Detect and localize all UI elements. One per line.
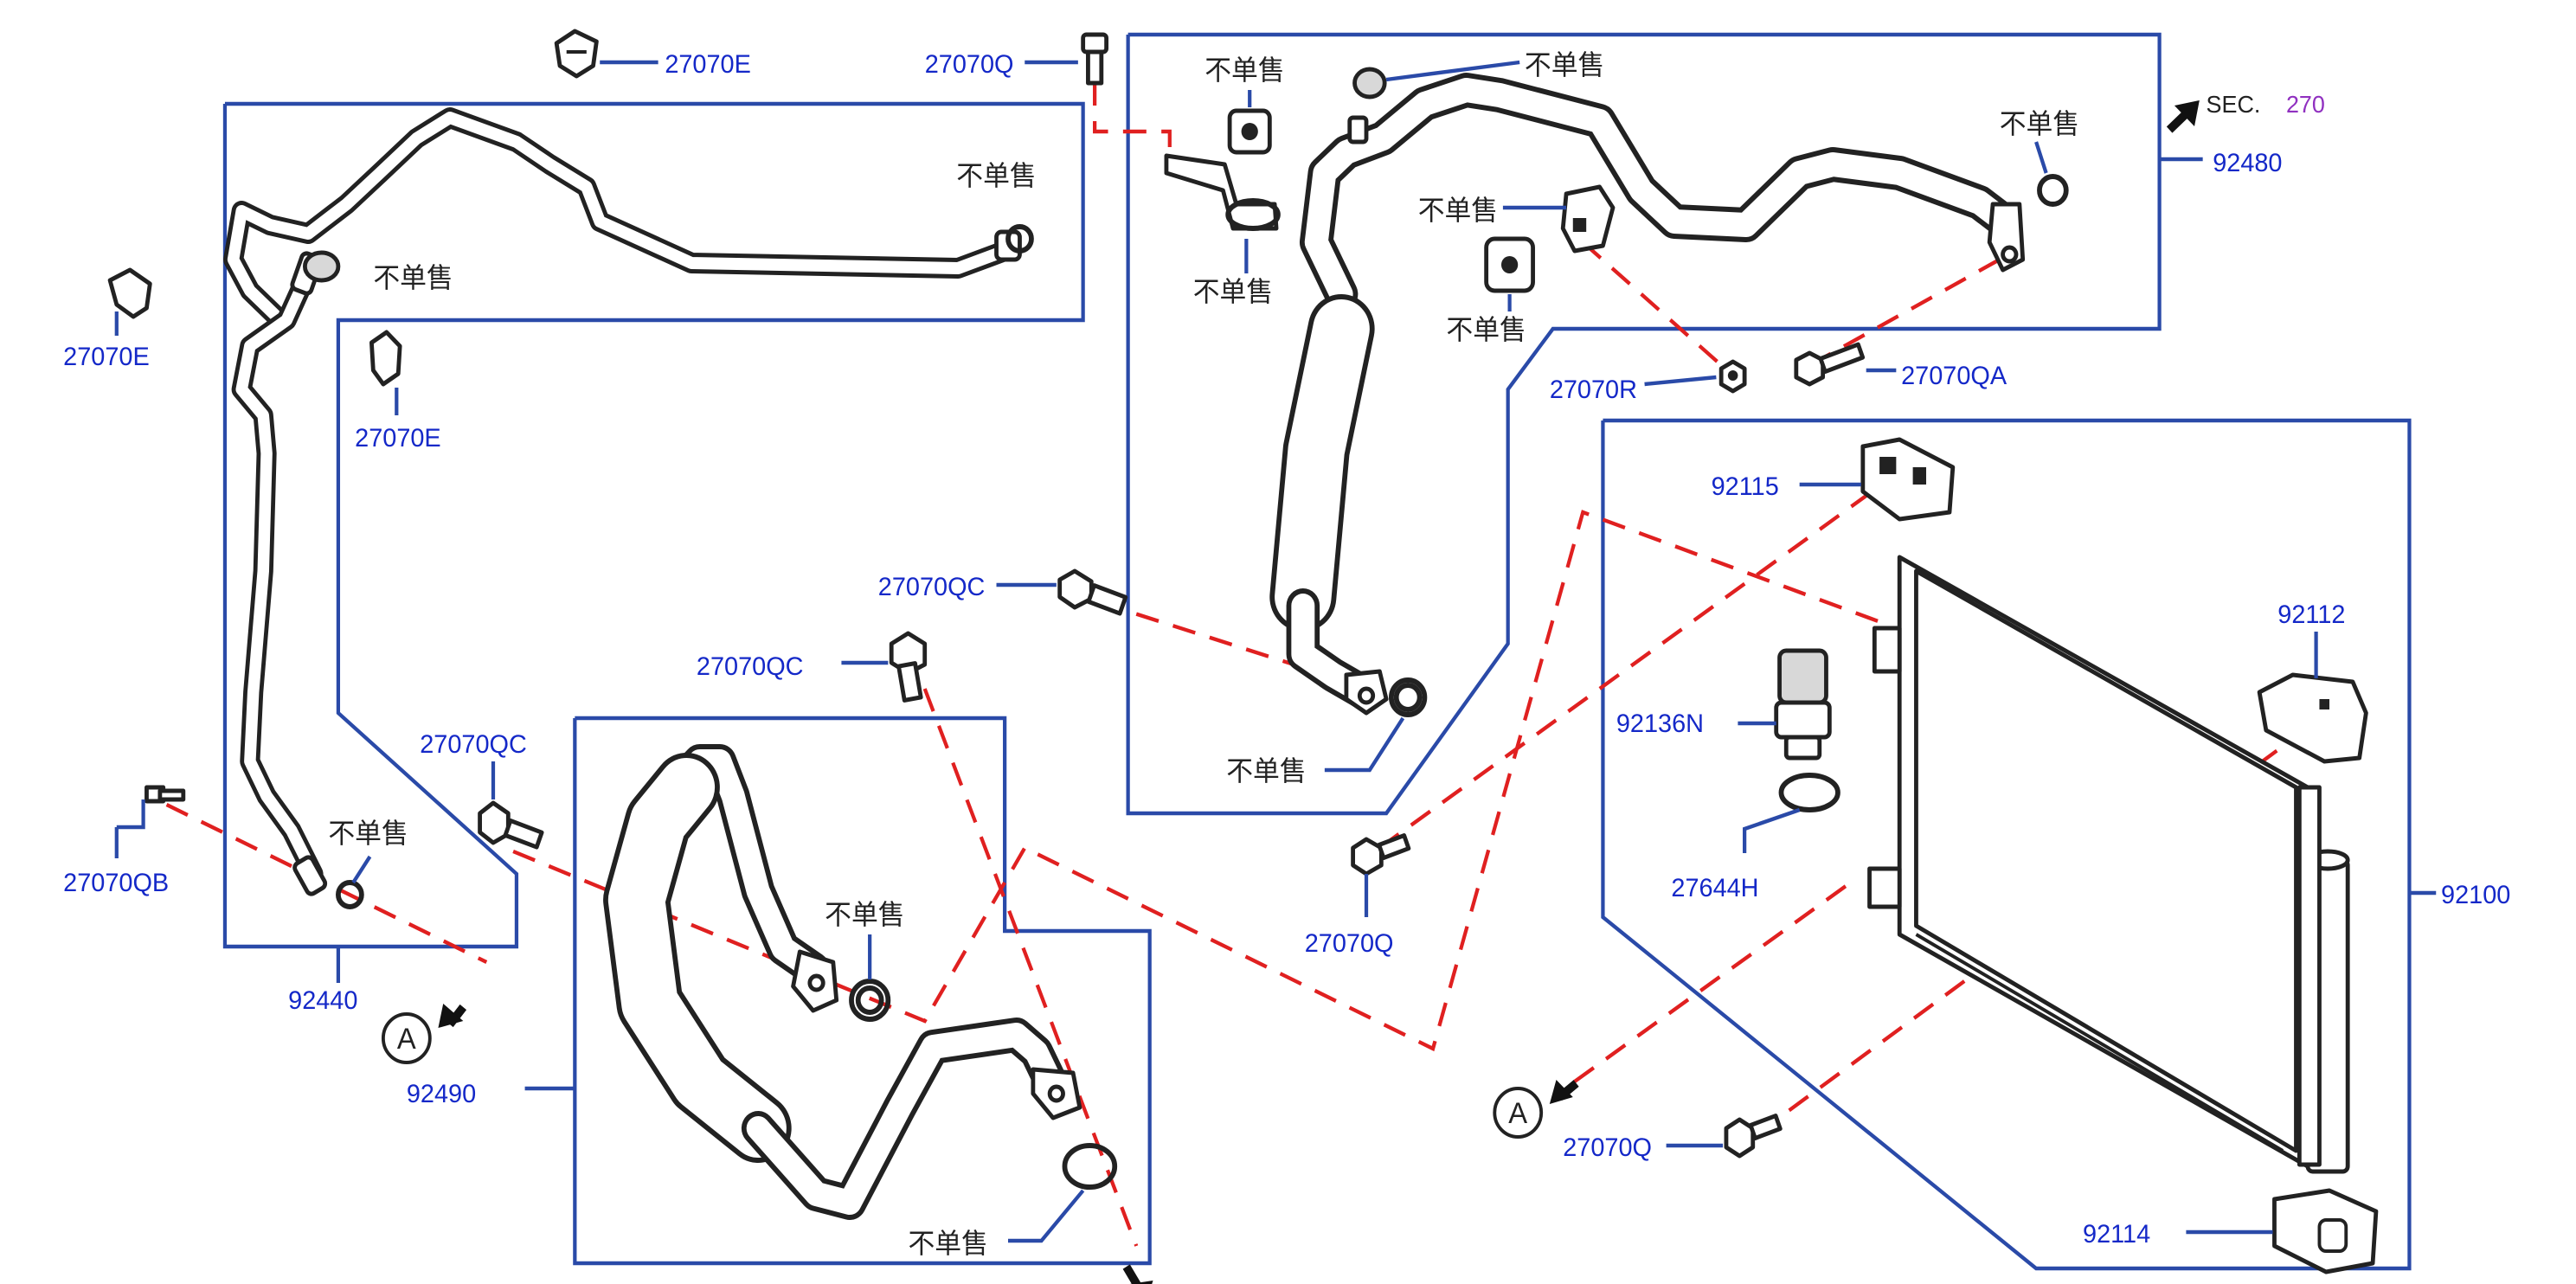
ref-a-right: A [1508, 1097, 1528, 1130]
o-ring-icon [2037, 174, 2069, 207]
bolt-27070QA-icon [1794, 342, 1866, 387]
not-sold-label-7: 不单售 [1193, 276, 1273, 308]
arrow-sec-274-icon [1122, 1264, 1153, 1284]
bolt-27070Q-mid-icon [1351, 833, 1411, 876]
arrow-sec-270-icon [2166, 100, 2200, 133]
bolt-27070QC-low-icon [478, 800, 544, 850]
bracket-icon [1560, 184, 1616, 254]
label-27070Q-mid: 27070Q [1305, 929, 1394, 959]
box-92440 [222, 101, 1085, 949]
ref-a-left: A [397, 1023, 417, 1056]
sec-274-number[interactable]: 274 [1243, 1281, 1282, 1284]
condenser-92100 [1867, 555, 2350, 1174]
label-27070Q-bottom: 27070Q [1563, 1133, 1652, 1163]
label-27070QC-2: 27070QC [697, 652, 804, 682]
label-27644H: 27644H [1671, 874, 1758, 903]
clip-27070E-left-icon [107, 267, 152, 319]
bolt-27070QC-left-icon [889, 631, 928, 703]
label-92114: 92114 [2083, 1220, 2150, 1249]
label-27070QB: 27070QB [63, 869, 169, 898]
sec-270-prefix: SEC. [2207, 91, 2261, 119]
grommet-icon [1484, 236, 1535, 293]
label-27070R: 27070R [1550, 376, 1637, 405]
clip-27070E-top-icon [554, 29, 599, 79]
not-sold-label-1: 不单售 [373, 262, 453, 294]
hose-92480 [1269, 73, 2026, 716]
label-92136N: 92136N [1616, 709, 1704, 739]
label-92480: 92480 [2213, 149, 2282, 178]
label-92115: 92115 [1712, 472, 1779, 502]
box-92490 [573, 716, 1152, 1266]
label-27070QC-1: 27070QC [878, 573, 986, 602]
arrow-a-right-icon [1549, 1080, 1579, 1104]
bracket-92112-icon [2257, 672, 2368, 764]
box-92100 [1601, 418, 2412, 1271]
o-ring-icon [1388, 677, 1428, 717]
label-27070Q-top: 27070Q [925, 50, 1014, 80]
label-27070QA: 27070QA [1901, 362, 2007, 391]
label-92112: 92112 [2277, 600, 2345, 630]
label-27070E-mid: 27070E [355, 424, 441, 453]
ref-a-right-circle [1493, 1087, 1544, 1139]
label-27070E-left: 27070E [63, 343, 150, 372]
bracket-92115-icon [1860, 437, 1956, 522]
o-ring-27644H-icon [1778, 773, 1840, 812]
pipe-92440 [223, 107, 1022, 896]
o-ring-icon [336, 880, 364, 909]
o-ring-icon [849, 979, 891, 1022]
arrow-a-left-icon [438, 1004, 467, 1028]
ref-a-left-circle [381, 1012, 432, 1064]
bracket-92114-icon [2272, 1188, 2379, 1274]
not-sold-label-4: 不单售 [1525, 49, 1604, 81]
not-sold-label-2: 不单售 [956, 160, 1036, 192]
not-sold-label-12: 不单售 [908, 1228, 987, 1260]
cap-icon [1352, 67, 1387, 100]
not-sold-label-6: 不单售 [1418, 195, 1498, 227]
not-sold-label-5: 不单售 [2000, 108, 2079, 140]
sec-270-number[interactable]: 270 [2286, 91, 2325, 119]
label-92100: 92100 [2441, 881, 2510, 910]
o-ring-icon [1005, 224, 1034, 254]
not-sold-label-10: 不单售 [825, 899, 904, 931]
not-sold-label-9: 不单售 [328, 818, 408, 850]
bolt-27070QB-icon [145, 785, 186, 804]
bolt-27070Q-top-icon [1081, 32, 1109, 86]
hose-92490 [603, 744, 1082, 1220]
label-92440: 92440 [288, 986, 357, 1016]
o-ring-icon [1062, 1143, 1118, 1190]
o-ring-inner-icon [855, 985, 884, 1015]
label-27070E-top: 27070E [665, 50, 751, 80]
clip-27070E-mid-icon [369, 330, 402, 387]
bracket-clamp-icon [1164, 153, 1281, 231]
not-sold-label-11: 不单售 [1226, 755, 1306, 787]
nut-27070R-icon [1718, 359, 1747, 394]
label-92490: 92490 [407, 1080, 476, 1109]
not-sold-label-8: 不单售 [1446, 314, 1526, 346]
leader-lines [114, 60, 2437, 1243]
bolt-27070QC-mid-icon [1057, 568, 1128, 616]
cap-icon [302, 250, 341, 283]
pressure-sensor-92136N-icon [1774, 648, 1832, 761]
not-sold-label-3: 不单售 [1204, 55, 1284, 87]
grommet-icon [1227, 108, 1272, 155]
bolt-27070Q-bottom-icon [1724, 1114, 1783, 1159]
label-27070QC-3: 27070QC [420, 730, 527, 760]
o-ring-inner-icon [1393, 683, 1423, 712]
box-92480 [1126, 32, 2162, 816]
sec-274-prefix: SEC. [1163, 1281, 1217, 1284]
